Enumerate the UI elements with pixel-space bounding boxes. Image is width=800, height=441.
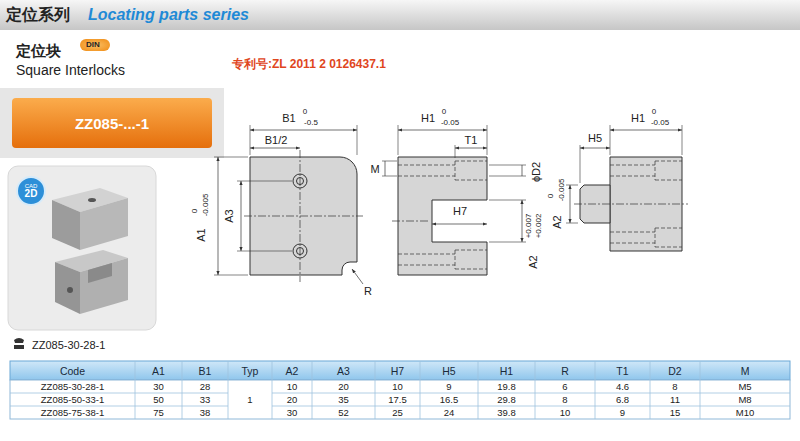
table-cell: 10 [392, 382, 403, 392]
table-cell: 75 [153, 408, 164, 418]
tolerance-value: 0 [191, 208, 199, 214]
dimension-label: B1/2 [264, 135, 289, 146]
table-cell: 20 [338, 382, 349, 392]
spec-table [10, 361, 790, 419]
table-cell: 52 [338, 408, 349, 418]
table-cell: 30 [153, 382, 164, 392]
table-cell: 33 [200, 395, 211, 405]
node-text: Locating parts series [88, 6, 249, 24]
table-cell: 30 [287, 408, 298, 418]
table-cell: 28 [200, 382, 211, 392]
dimension-label: A1 [196, 227, 207, 242]
table-cell: ZZ085-50-33-1 [41, 395, 104, 405]
dimension-label: H1 [630, 113, 646, 124]
node-text: DIN [86, 41, 104, 49]
table-cell: 20 [287, 395, 298, 405]
section-title: 定位块 [16, 43, 61, 58]
table-cell: 29.8 [497, 395, 516, 405]
table-cell: ZZ085-30-28-1 [41, 382, 104, 392]
top-view [566, 125, 688, 251]
table-cell: M10 [736, 408, 754, 418]
phone-icon [14, 338, 24, 349]
table-cell: 10 [287, 382, 298, 392]
table-cell: 38 [200, 408, 211, 418]
side-panel [0, 88, 224, 158]
tolerance-value: +0.002 [535, 213, 543, 240]
din-badge: DIN [80, 39, 110, 51]
patent-number: 专利号:ZL 2011 2 0126437.1 [232, 58, 386, 70]
table-cell: 19.8 [497, 382, 516, 392]
tolerance-value: -0.05 [650, 119, 670, 127]
table-header: H5 [442, 366, 455, 377]
tolerance-value: 0 [441, 108, 447, 116]
header-bar: 定位系列 Locating parts series [0, 0, 800, 30]
product-photo [8, 166, 156, 330]
table-header: D2 [668, 366, 681, 377]
table-header: R [561, 366, 569, 377]
tolerance-value: 0 [547, 193, 555, 199]
dimension-label: A2 [552, 214, 563, 229]
table-cell: M8 [738, 395, 751, 405]
table-cell: 25 [392, 408, 403, 418]
table-header: A2 [286, 366, 299, 377]
table-cell: 35 [338, 395, 349, 405]
node-text: 定位系列 [6, 5, 70, 26]
table-cell: 50 [153, 395, 164, 405]
node-text: 2D [25, 189, 38, 199]
table-cell: 9 [446, 382, 451, 392]
dimension-label: T1 [464, 135, 479, 146]
table-header: Typ [242, 366, 259, 377]
tolerance-value: 0 [651, 108, 657, 116]
dimension-label: A2 [528, 254, 539, 269]
table-cell: M5 [738, 382, 751, 392]
dimension-label: A3 [224, 208, 235, 223]
table-cell: ZZ085-75-38-1 [41, 408, 104, 418]
table-cell: 6.8 [616, 395, 629, 405]
table-cell: 39.8 [497, 408, 516, 418]
side-view [382, 125, 526, 275]
dimension-label: B1 [281, 113, 296, 124]
section-subtitle: Square Interlocks [16, 63, 125, 77]
dimension-label: R [363, 286, 373, 297]
table-cell: 8 [672, 382, 677, 392]
table-cell: 15 [670, 408, 681, 418]
table-header: H7 [391, 366, 404, 377]
table-cell: 1 [247, 395, 252, 405]
tolerance-value: 0 [302, 108, 308, 116]
tolerance-value: -0.005 [202, 193, 210, 218]
table-header: M [741, 366, 750, 377]
table-cell: 10 [560, 408, 571, 418]
dimension-label: M [369, 164, 380, 175]
table-header: Code [60, 366, 85, 377]
series-code-box: ZZ085-...-1 [12, 98, 212, 148]
table-cell: 8 [562, 395, 567, 405]
table-cell: 9 [620, 408, 625, 418]
table-cell: 16.5 [440, 395, 459, 405]
dimension-label: H1 [420, 113, 436, 124]
tolerance-value: -0.5 [303, 119, 319, 127]
tolerance-value: -0.05 [440, 119, 460, 127]
table-header: T1 [616, 366, 628, 377]
table-header: A1 [152, 366, 165, 377]
table-header: A3 [337, 366, 350, 377]
node-text: ZZ085-...-1 [75, 115, 149, 132]
tolerance-value: +0.007 [525, 213, 533, 240]
table-cell: 6 [562, 382, 567, 392]
front-view [214, 125, 363, 284]
dimension-label: H7 [452, 206, 468, 217]
table-header: H1 [500, 366, 513, 377]
dimension-label: H5 [587, 133, 603, 144]
table-cell: 24 [444, 408, 455, 418]
table-cell: 4.6 [616, 382, 629, 392]
tolerance-value: -0.005 [558, 178, 566, 203]
model-code: ZZ085-30-28-1 [32, 340, 105, 351]
cad-badge: CAD2D [16, 176, 46, 206]
table-header: B1 [199, 366, 212, 377]
table-cell: 17.5 [388, 395, 407, 405]
table-cell: 11 [670, 395, 680, 405]
dimension-label: ϕD2 [531, 161, 542, 183]
